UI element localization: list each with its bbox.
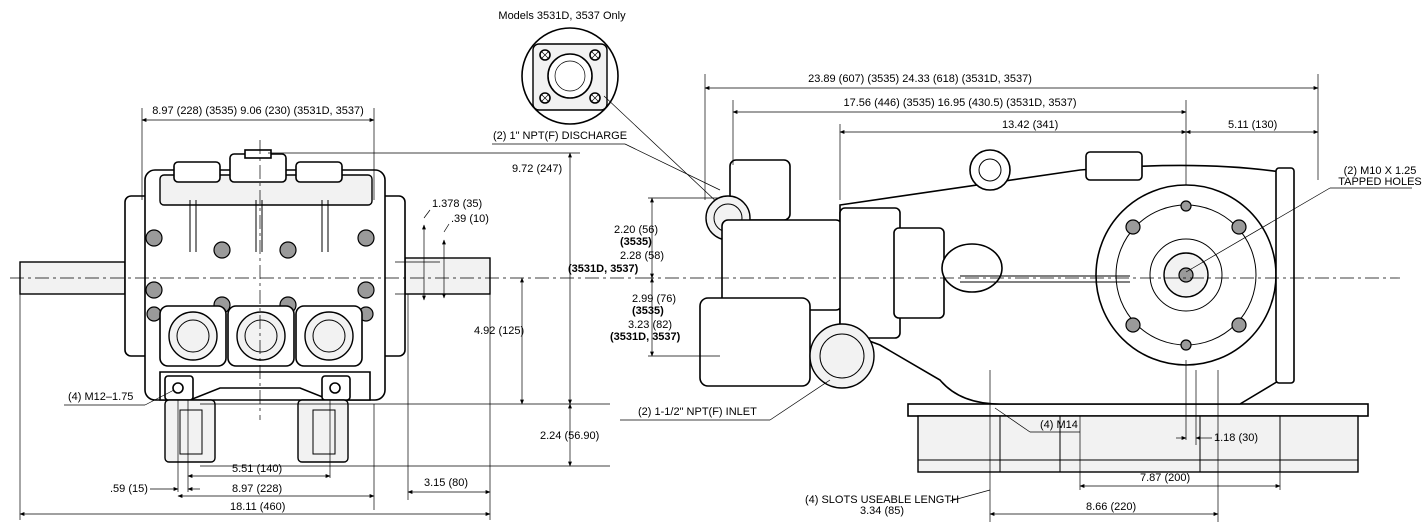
inset-port bbox=[547, 53, 593, 99]
side-body-length-label: 13.42 (341) bbox=[1002, 119, 1058, 131]
side-view: 23.89 (607) (3535) 24.33 (618) (3531D, 3… bbox=[568, 73, 1422, 522]
mount-holes-label: (4) M12–1.75 bbox=[68, 391, 133, 403]
discharge-h-b-bold: (3531D, 3537) bbox=[568, 263, 639, 275]
inset-title: Models 3531D, 3537 Only bbox=[498, 10, 626, 22]
side-manifold bbox=[721, 219, 843, 311]
front-foot-left bbox=[164, 399, 216, 463]
front-bolts bbox=[145, 229, 375, 322]
slots-line2: 3.34 (85) bbox=[860, 505, 904, 517]
front-foot-right bbox=[297, 399, 349, 463]
inlet-h-b-label: 3.23 (82) bbox=[628, 319, 672, 331]
discharge-h-a-bold: (3535) bbox=[620, 236, 652, 248]
front-plugs bbox=[159, 305, 363, 367]
hole-spacing-label: 5.51 (140) bbox=[232, 463, 282, 475]
shaft-h1-label: 1.378 (35) bbox=[432, 198, 482, 210]
inlet-h-a-label: 2.99 (76) bbox=[632, 293, 676, 305]
shaft-h2-label: .39 (10) bbox=[451, 213, 489, 225]
valve-cap-1 bbox=[173, 161, 221, 183]
front-width-label: 8.97 (228) (3535) 9.06 (230) (3531D, 353… bbox=[152, 105, 364, 117]
side-lift-eye bbox=[969, 149, 1011, 191]
side-total-length-label: 23.89 (607) (3535) 24.33 (618) (3531D, 3… bbox=[808, 73, 1032, 85]
slots-line1: (4) SLOTS USEABLE LENGTH bbox=[805, 494, 959, 506]
side-inlet-block bbox=[699, 297, 811, 387]
base-offset-label: 1.18 (30) bbox=[1214, 432, 1258, 444]
center-height-label: 4.92 (125) bbox=[474, 325, 524, 337]
base-height-label: 2.24 (56.90) bbox=[540, 430, 599, 442]
side-plunger-housing bbox=[839, 207, 901, 339]
base-holes-label: (4) M14 bbox=[1040, 419, 1078, 431]
inlet-h-b-bold: (3531D, 3537) bbox=[610, 331, 681, 343]
inset-detail: Models 3531D, 3537 Only bbox=[498, 10, 721, 206]
shaft-len-label: 3.15 (80) bbox=[424, 477, 468, 489]
side-end-plate bbox=[1275, 167, 1295, 384]
front-view: 8.97 (228) (3535) 9.06 (230) (3531D, 353… bbox=[10, 105, 721, 520]
base-length-label: 8.66 (220) bbox=[1086, 501, 1136, 513]
side-base-plate bbox=[907, 403, 1369, 417]
discharge-h-a-label: 2.20 (56) bbox=[614, 224, 658, 236]
tapped-holes-line2: TAPPED HOLES bbox=[1338, 176, 1422, 188]
tapped-holes-line1: (2) M10 X 1.25 bbox=[1344, 165, 1417, 177]
overall-width-label: 18.11 (460) bbox=[230, 501, 285, 513]
side-inlet-port bbox=[809, 323, 875, 389]
inlet-label: (2) 1-1/2" NPT(F) INLET bbox=[638, 406, 757, 418]
valve-cap-3 bbox=[295, 161, 343, 183]
foot-inset-label: .59 (15) bbox=[110, 483, 148, 495]
base-width-label: 8.97 (228) bbox=[232, 483, 282, 495]
side-gear-length-label: 5.11 (130) bbox=[1228, 119, 1277, 131]
discharge-h-b-label: 2.28 (58) bbox=[620, 250, 664, 262]
side-top-cap bbox=[1085, 151, 1143, 181]
side-cover-bolts bbox=[1125, 200, 1247, 351]
slot-spacing-label: 7.87 (200) bbox=[1140, 472, 1190, 484]
inset-leader bbox=[603, 95, 721, 206]
inset-bolt-icons bbox=[539, 49, 601, 104]
side-base bbox=[917, 415, 1359, 473]
side-mid-length-label: 17.56 (446) (3535) 16.95 (430.5) (3531D,… bbox=[843, 97, 1076, 109]
inlet-h-a-bold: (3535) bbox=[632, 305, 664, 317]
front-shaft-right bbox=[404, 257, 491, 295]
discharge-label: (2) 1" NPT(F) DISCHARGE bbox=[493, 130, 627, 142]
height-total-label: 9.72 (247) bbox=[512, 163, 562, 175]
